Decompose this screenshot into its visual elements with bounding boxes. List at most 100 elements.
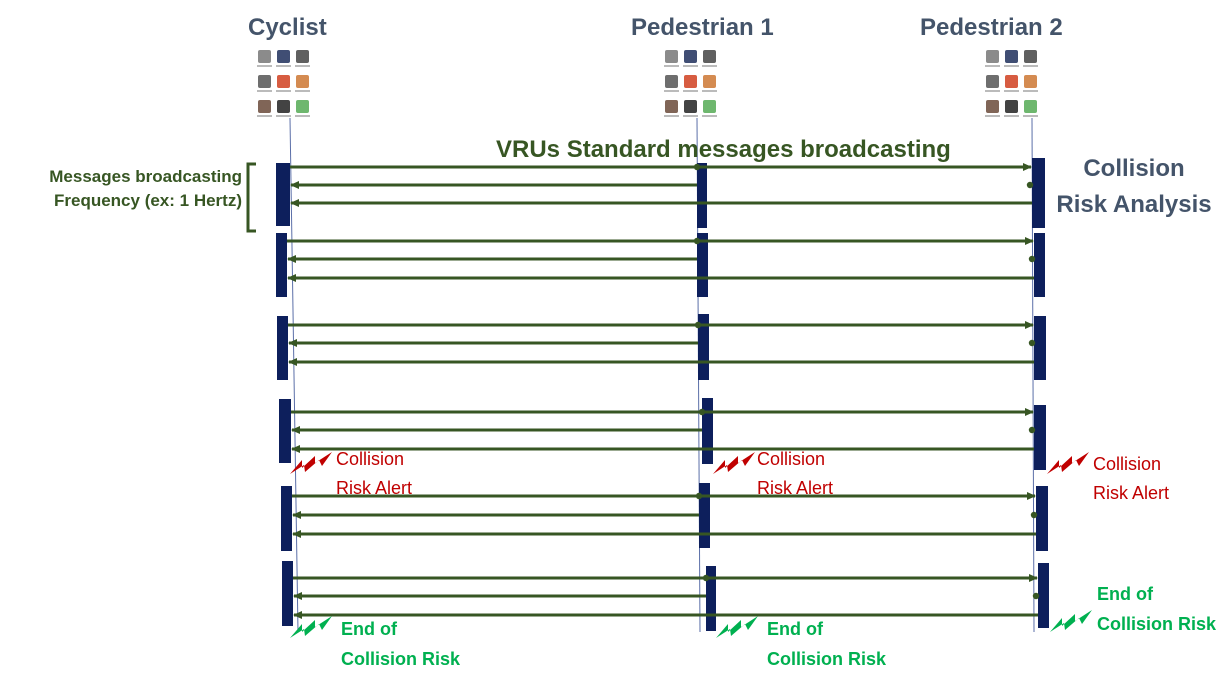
alert-label-pedestrian-1: Collision Risk Alert [757,445,833,503]
actor-label-pedestrian-1: Pedestrian 1 [631,14,774,41]
backpack-icon-caption [985,115,1000,117]
band-icon [665,75,678,88]
diagram-title: VRUs Standard messages broadcasting [496,136,951,163]
end-label-line2: Collision Risk [1097,614,1217,634]
alert-label-line2: Risk Alert [1093,483,1170,503]
sensor-icon [1005,75,1018,88]
end-bolt-icon [716,616,758,638]
message-dot [1028,426,1036,434]
activation-bar-pedestrian-2-6 [1038,563,1049,628]
message-dot [1028,339,1036,347]
smartwatch-icon-caption [1023,65,1038,67]
activation-bar-pedestrian-1-3 [698,314,709,380]
earbuds-icon-caption [985,65,1000,67]
analysis-label-line1: Collision [1083,155,1185,182]
tablet-icon-caption [683,65,698,67]
message-dot [698,408,706,416]
earbuds-icon [258,50,271,63]
alert-label-pedestrian-2: Collision Risk Alert [1093,450,1169,508]
earbuds-icon-caption [664,65,679,67]
phone-icon [684,100,697,113]
backpack-icon [986,100,999,113]
smartwatch-icon-caption [295,65,310,67]
band-icon [258,75,271,88]
alert-bolt-icon [1047,452,1089,474]
end-label-pedestrian-2: End of Collision Risk [1097,579,1216,639]
tag-icon [1024,75,1037,88]
end-label-line1: End of [341,619,397,639]
lifeline-cyclist [289,117,299,633]
mouse-icon-caption [702,115,717,117]
activation-bar-pedestrian-1-1 [697,163,707,228]
sensor-icon-caption [276,90,291,92]
message-dot [693,163,701,171]
band-icon [986,75,999,88]
end-label-line2: Collision Risk [341,649,461,669]
activation-bar-cyclist-6 [282,561,293,626]
activation-bar-pedestrian-2-5 [1036,486,1048,551]
mouse-icon [296,100,309,113]
band-icon-caption [985,90,1000,92]
activation-bar-pedestrian-2-2 [1034,233,1045,297]
tag-icon-caption [702,90,717,92]
actor-label-cyclist: Cyclist [248,14,327,41]
earbuds-icon-caption [257,65,272,67]
phone-icon [1005,100,1018,113]
activation-bar-cyclist-5 [281,486,292,551]
message-dot [1028,255,1036,263]
smartwatch-icon [703,50,716,63]
phone-icon-caption [1004,115,1019,117]
earbuds-icon [665,50,678,63]
mouse-icon-caption [295,115,310,117]
alert-bolt-icon [290,452,332,474]
mouse-icon [1024,100,1037,113]
activation-bar-pedestrian-1-5 [699,483,710,548]
end-label-pedestrian-1: End of Collision Risk [767,614,886,674]
message-dot [1026,181,1034,189]
sensor-icon-caption [1004,90,1019,92]
tag-icon-caption [295,90,310,92]
activation-bar-cyclist-2 [276,233,287,297]
alert-label-line1: Collision [757,449,826,469]
end-bolt-icon [290,616,332,638]
activation-bar-pedestrian-1-6 [706,566,716,631]
message-dot [1032,592,1040,600]
band-icon-caption [664,90,679,92]
activation-bar-cyclist-3 [277,316,288,380]
tag-icon [296,75,309,88]
phone-icon [277,100,290,113]
actor-label-pedestrian-2: Pedestrian 2 [920,14,1063,41]
collision-risk-analysis-label: Collision Risk Analysis [1046,151,1222,223]
backpack-icon-caption [257,115,272,117]
alert-label-line1: Collision [336,449,405,469]
tablet-icon [684,50,697,63]
tablet-icon-caption [1004,65,1019,67]
tag-icon-caption [1023,90,1038,92]
alert-label-line2: Risk Alert [336,478,413,498]
tablet-icon-caption [276,65,291,67]
alert-label-line1: Collision [1093,454,1162,474]
activation-bar-cyclist-1 [276,163,290,226]
smartwatch-icon [1024,50,1037,63]
sensor-icon [684,75,697,88]
activation-bar-cyclist-4 [279,399,291,463]
backpack-icon-caption [664,115,679,117]
backpack-icon [665,100,678,113]
band-icon-caption [257,90,272,92]
alert-bolt-icon [713,452,755,474]
phone-icon-caption [276,115,291,117]
end-label-line1: End of [1097,584,1153,604]
tablet-icon [277,50,290,63]
tag-icon [703,75,716,88]
activation-bar-pedestrian-1-2 [697,233,708,297]
message-dot [695,492,703,500]
end-bolt-icon [1050,610,1092,632]
backpack-icon [258,100,271,113]
activation-bar-pedestrian-2-3 [1034,316,1046,380]
frequency-label: Messages broadcasting Frequency (ex: 1 H… [10,165,242,213]
activation-bar-pedestrian-2-4 [1034,405,1046,470]
sensor-icon [277,75,290,88]
smartwatch-icon [296,50,309,63]
activation-bar-pedestrian-2-1 [1032,158,1045,228]
